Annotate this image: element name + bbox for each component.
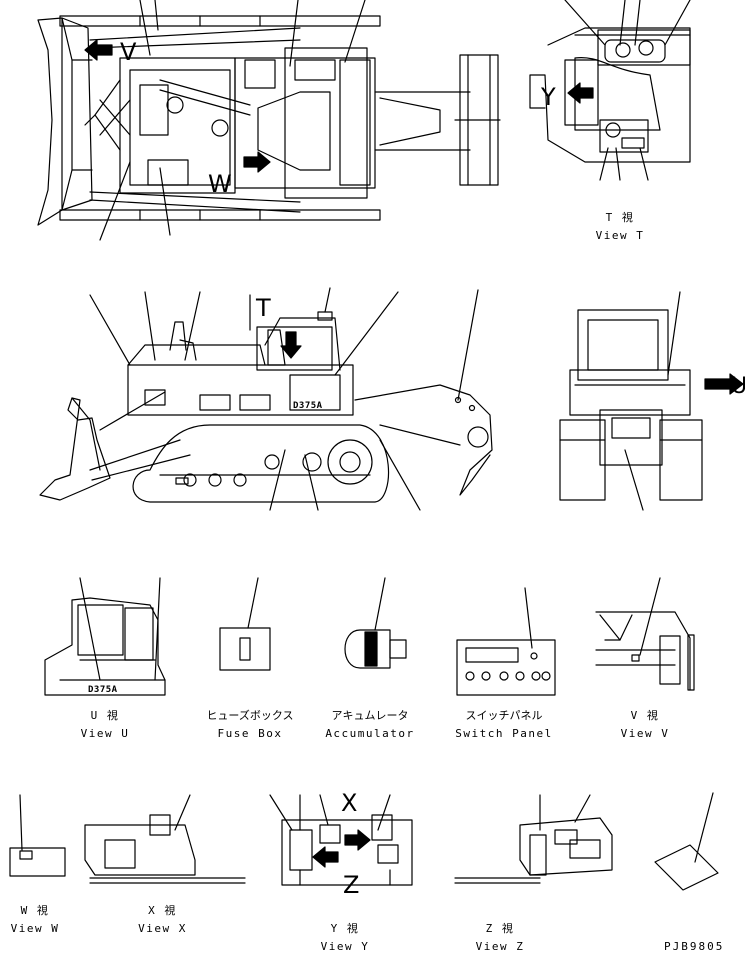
view-letter-x: X [341, 789, 358, 817]
caption-view-x-jp: X 視 [148, 904, 177, 917]
fuse-box-drawing [219, 577, 271, 671]
rear-view-drawing [559, 291, 744, 511]
drawing-number: PJB9805 [664, 940, 725, 953]
view-w-drawing [9, 794, 66, 877]
view-u-drawing [44, 577, 166, 696]
switch-panel-drawing [456, 587, 556, 696]
caption-view-y-jp: Y 視 [330, 922, 360, 935]
caption-accumulator-en: Accumulator [325, 727, 415, 740]
caption-fuse-box-jp: ヒューズボックス [206, 709, 294, 722]
view-letter-w: W [208, 170, 232, 198]
caption-view-u-jp: U 視 [90, 709, 120, 722]
caption-view-x-en: View X [138, 922, 187, 935]
view-letter-z: Z [343, 871, 360, 899]
model-badge-rear: D375A [88, 685, 118, 695]
caption-view-t-jp: T 視 [605, 211, 635, 224]
caption-view-u-en: View U [80, 727, 130, 740]
view-letter-t: T [256, 294, 271, 322]
view-letter-y: Y [541, 83, 556, 111]
caption-view-z-en: View Z [475, 940, 525, 953]
caption-accumulator-jp: アキュムレータ [331, 709, 409, 722]
label-plate-drawing [654, 792, 719, 891]
caption-fuse-box-en: Fuse Box [217, 727, 283, 740]
caption-view-v-en: View V [620, 727, 670, 740]
accumulator-drawing [344, 577, 407, 669]
caption-view-y-en: View Y [320, 940, 370, 953]
view-z-drawing [454, 794, 613, 884]
view-y-drawing [269, 794, 413, 886]
caption-view-w-en: View W [10, 922, 60, 935]
caption-view-z-jp: Z 視 [485, 922, 515, 935]
caption-switch-panel-jp: スイッチパネル [465, 709, 543, 722]
caption-view-w-jp: W 視 [20, 904, 50, 917]
model-badge-side: D375A [293, 401, 323, 411]
view-letter-v: V [120, 38, 137, 66]
caption-view-t-en: View T [595, 229, 645, 242]
view-letter-u: U [731, 374, 745, 399]
caption-view-v-jp: V 視 [630, 709, 660, 722]
view-x-drawing [84, 794, 246, 884]
view-t-drawing [529, 0, 691, 181]
caption-switch-panel-en: Switch Panel [455, 727, 553, 740]
top-view-drawing [37, 0, 501, 241]
view-v-drawing [595, 577, 695, 691]
side-view-drawing [39, 287, 493, 511]
